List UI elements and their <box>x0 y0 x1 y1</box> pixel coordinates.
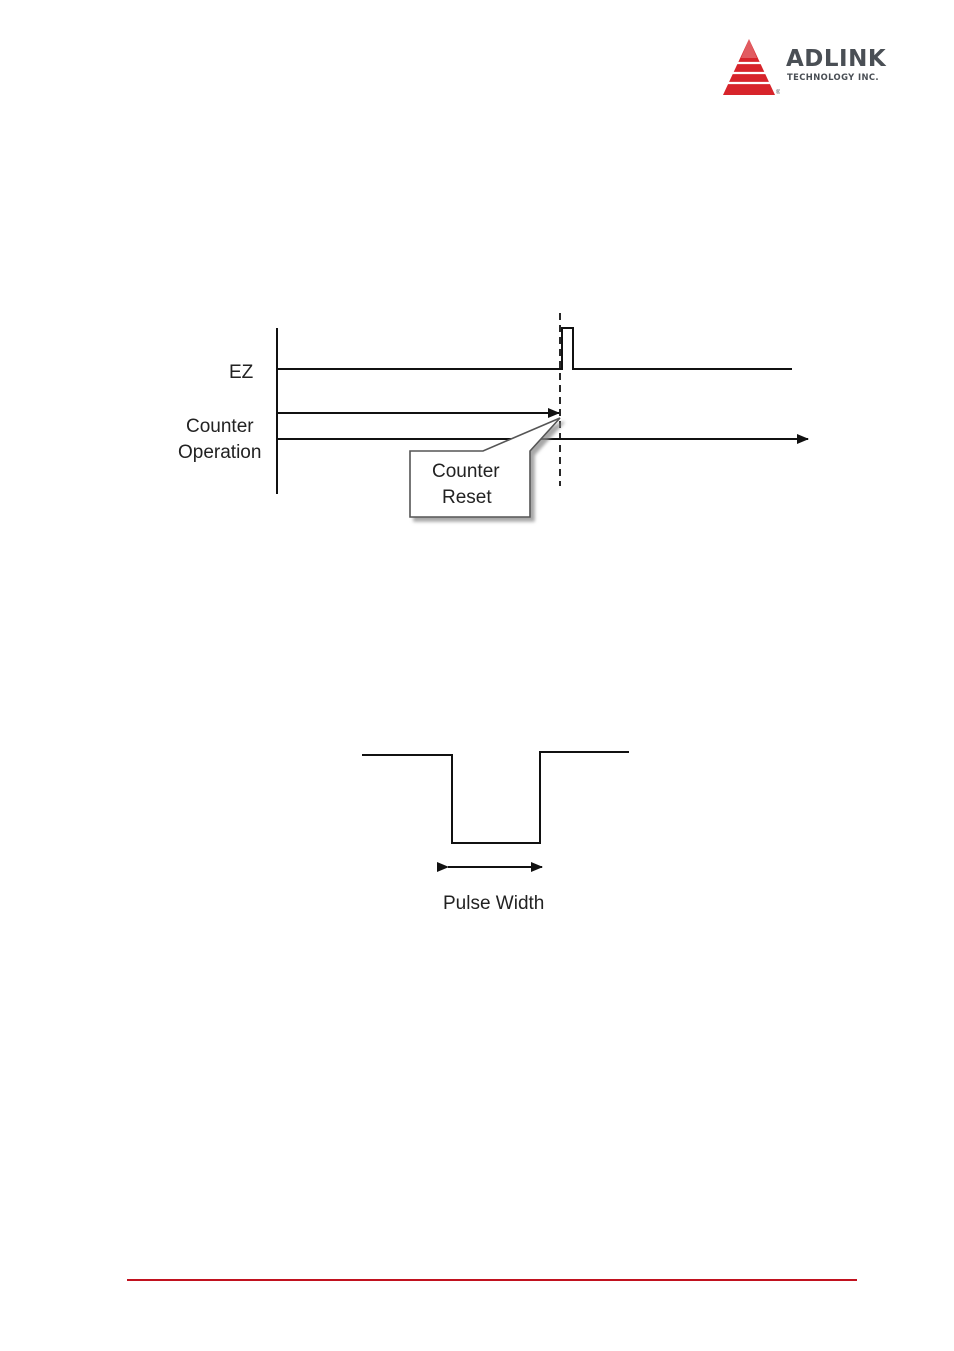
pulse-width-label: Pulse Width <box>443 893 544 914</box>
pulse-width-figure: Pulse Width <box>362 752 629 914</box>
counter-reset-callout: Counter Reset <box>410 418 560 517</box>
footer-rule <box>127 1279 857 1281</box>
counter-reset-figure: EZ Counter Operation Counter Reset <box>178 313 808 517</box>
callout-line2: Reset <box>442 487 492 508</box>
counter-label-line1: Counter <box>186 416 254 437</box>
counter-label-line2: Operation <box>178 442 261 463</box>
ez-waveform <box>277 328 792 369</box>
pulse-waveform <box>362 752 629 843</box>
ez-signal-label: EZ <box>229 362 254 383</box>
callout-line1: Counter <box>432 461 500 482</box>
